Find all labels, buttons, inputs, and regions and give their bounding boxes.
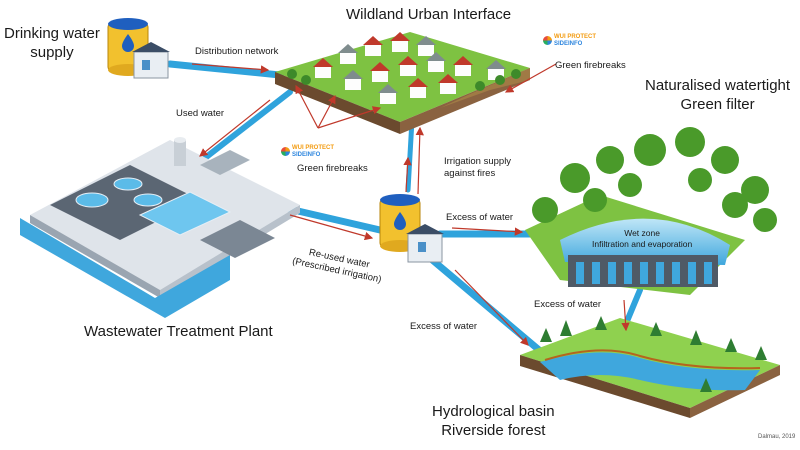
label-excess-tank: Excess of water: [410, 321, 478, 332]
pipe-tank-to-basin: [426, 254, 549, 359]
arrow-excess-filter: [451, 227, 524, 236]
sideinfo-logo-icon: [281, 147, 290, 156]
pipe-wwtp-to-tank: [281, 204, 384, 234]
credit: Dalmau, 2019: [758, 434, 796, 440]
green-filter-title-line2: Green filter: [680, 96, 755, 113]
house-icons: [313, 32, 506, 104]
firebreak-trees: [287, 69, 521, 91]
pipe-tank-to-wui: [405, 117, 415, 193]
arrow-firebreak-1: [295, 84, 319, 129]
flow-arrows: [191, 63, 630, 346]
logo-line2: SIDEINFO: [292, 151, 321, 158]
drinking-water-tank-icon: [107, 18, 170, 79]
wui-protect-logo-right: WUI PROTECT SIDEINFO: [543, 34, 596, 47]
logo-line1: WUI PROTECT: [554, 34, 596, 40]
wui-title: Wildland Urban Interface: [346, 6, 512, 23]
arrow-excess-basin: [454, 269, 529, 346]
basin-title-line2: Riverside forest: [441, 422, 546, 439]
arrow-used-water: [199, 99, 271, 157]
label-used-water: Used water: [176, 108, 225, 119]
basin-title: Hydrological basin Riverside forest: [432, 402, 555, 440]
green-filter-icon: [525, 127, 777, 295]
drinking-water-title-line1: Drinking water: [4, 25, 100, 42]
arrow-firebreak-3: [317, 106, 382, 129]
wet-zone-line2: Infiltration and evaporation: [592, 239, 693, 249]
drinking-water-title: Drinking water supply: [4, 24, 100, 62]
reuse-water-tank-icon: [379, 194, 444, 263]
wwtp-title: Wastewater Treatment Plant: [84, 323, 273, 340]
green-filter-title-line1: Naturalised watertight: [645, 77, 791, 94]
logo-line1: WUI PROTECT: [292, 145, 334, 151]
wastewater-plant-icon: [20, 137, 300, 318]
label-irrigation-line1: Irrigation supply: [444, 156, 512, 167]
wui-houses-block: [275, 32, 530, 134]
arrow-irrigation: [415, 126, 424, 195]
arrow-filter-down: [621, 299, 630, 332]
basin-title-line1: Hydrological basin: [432, 403, 555, 420]
riverside-trees: [540, 316, 767, 392]
label-firebreaks-right: Green firebreaks: [555, 60, 626, 71]
green-filter-title: Naturalised watertight Green filter: [645, 76, 790, 114]
arrow-firebreak-2: [317, 94, 336, 129]
filter-forest-trees: [532, 127, 777, 232]
wui-protect-logo-left: WUI PROTECT SIDEINFO: [281, 145, 334, 158]
arrow-reused: [289, 214, 374, 241]
label-excess-filter: Excess of water: [446, 212, 514, 223]
label-irrigation: Irrigation supply against fires: [444, 156, 511, 180]
arrow-firebreak-right: [504, 63, 557, 93]
pipe-wui-to-wwtp: [202, 89, 293, 161]
wet-zone-line1: Wet zone: [624, 228, 660, 238]
riverside-basin-icon: [520, 316, 780, 418]
arrow-irrigation-2: [403, 156, 412, 193]
arrow-distribution: [191, 63, 270, 74]
drinking-water-title-line2: supply: [30, 44, 74, 61]
label-firebreaks-left: Green firebreaks: [297, 163, 368, 174]
label-irrigation-line2: against fires: [444, 168, 496, 179]
logo-line2: SIDEINFO: [554, 40, 583, 47]
wet-zone-label: Wet zone Infiltration and evaporation: [592, 228, 692, 250]
sideinfo-logo-icon: [543, 36, 552, 45]
label-distribution: Distribution network: [195, 46, 279, 57]
label-excess-basin: Excess of water: [534, 299, 602, 310]
